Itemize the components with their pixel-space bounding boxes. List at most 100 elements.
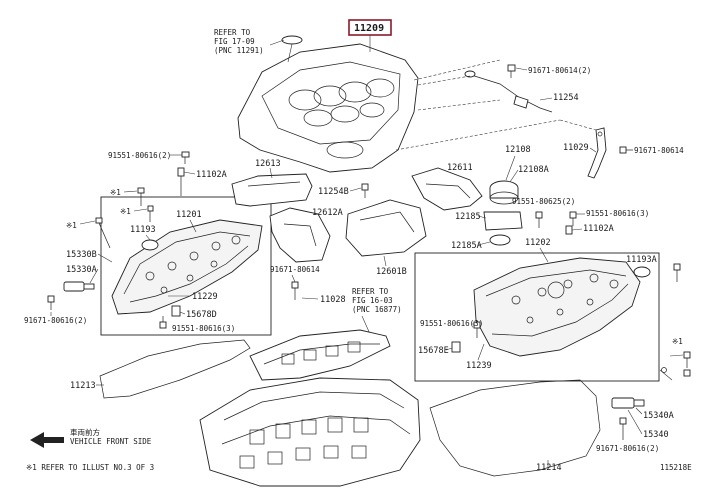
part-label-11201[interactable]: 11201 (176, 210, 202, 220)
vehicle-front-label: VEHICLE FRONT SIDE (70, 437, 152, 446)
note-marker-1c: ※1 (66, 221, 77, 230)
cover-12613[interactable] (231, 173, 313, 207)
oil-gauge-bracket-11029[interactable] (587, 127, 607, 179)
ref-note-top-line3: (PNC 11291) (214, 46, 264, 55)
ref-note-mid-line2[interactable]: FIG 16-03 (352, 296, 393, 305)
bolt-91671-mid[interactable] (291, 281, 299, 300)
cover-intake-runners (288, 78, 395, 127)
bolt-star-1b[interactable] (147, 205, 154, 222)
insulator-12612a[interactable] (269, 207, 331, 263)
head-cover-gasket-rh-11214[interactable] (429, 379, 601, 477)
part-label-15678d[interactable]: 15678D (186, 310, 217, 320)
part-label-11202[interactable]: 11202 (525, 238, 551, 248)
right-head-cover-group-box (414, 252, 660, 382)
note-marker-1d: ※1 (672, 337, 683, 346)
part-label-11102a-right[interactable]: 11102A (583, 224, 614, 234)
bolt-star-1a[interactable] (137, 187, 145, 206)
bolt-91671-right-bottom[interactable] (619, 417, 627, 440)
part-label-11193[interactable]: 11193 (130, 225, 156, 235)
part-label-91551-80616-2[interactable]: 91551-80616(2) (108, 151, 171, 160)
footnote-refer-illust: ※1 REFER TO ILLUST NO.3 OF 3 (26, 463, 154, 472)
part-label-11213[interactable]: 11213 (70, 381, 96, 391)
head-cover-gasket-lh-11213[interactable] (99, 339, 251, 399)
cover-grommet[interactable] (281, 35, 303, 45)
engine-cover[interactable] (237, 35, 419, 173)
block-ports (239, 417, 369, 469)
bolt-91551-top[interactable] (181, 151, 190, 164)
bolt-91671-right[interactable] (619, 146, 633, 154)
bolt-star-1d[interactable] (673, 263, 691, 368)
rh-cover-bosses (511, 273, 619, 324)
intake-manifold (249, 329, 391, 381)
part-label-15340a[interactable]: 15340A (643, 411, 674, 421)
stud-11102a-right[interactable] (565, 225, 573, 235)
ref-note-mid-line1: REFER TO (352, 287, 389, 296)
part-label-15330a[interactable]: 15330A (66, 265, 97, 275)
ref-note-top-line2[interactable]: FIG 17-09 (214, 37, 255, 46)
oil-level-gauge-guide[interactable] (464, 70, 553, 113)
part-label-12613[interactable]: 12613 (255, 159, 281, 169)
part-label-11102a-left[interactable]: 11102A (196, 170, 227, 180)
part-label-91551-80625-2[interactable]: 91551-80625(2) (512, 197, 575, 206)
part-label-12601b[interactable]: 12601B (376, 267, 407, 277)
bolt-star-1e[interactable] (683, 369, 691, 377)
part-label-12108a[interactable]: 12108A (518, 165, 549, 175)
part-label-11214[interactable]: 11214 (536, 463, 562, 473)
part-label-12185[interactable]: 12185 (455, 212, 481, 222)
oil-filler-cap-gasket-11193a[interactable] (633, 266, 651, 278)
part-label-11254b[interactable]: 11254B (318, 187, 349, 197)
cylinder-head-cover-lh[interactable] (111, 219, 263, 315)
part-label-11029[interactable]: 11029 (563, 143, 589, 153)
ref-note-top-line1: REFER TO (214, 28, 251, 37)
camshaft-timing-valve-15340[interactable] (611, 397, 645, 409)
engine-block (199, 377, 421, 487)
part-label-11028[interactable]: 11028 (320, 295, 346, 305)
part-label-91671-80614-right[interactable]: 91671-80614 (634, 146, 684, 155)
ref-note-mid-line3: (PNC 16877) (352, 305, 402, 314)
pcv-part-15678d[interactable] (171, 305, 181, 317)
oil-filler-cap-gasket-11193[interactable] (141, 239, 159, 251)
stud-11102a-left[interactable] (177, 167, 185, 196)
bolt-91671-left[interactable] (47, 295, 55, 310)
head-cover-bosses (145, 235, 241, 294)
oil-filler-cap-housing-12185[interactable] (483, 211, 523, 246)
bolt-91551-80625[interactable] (535, 211, 543, 228)
vehicle-front-arrow-icon (30, 432, 64, 448)
part-label-11193a[interactable]: 11193A (626, 255, 657, 265)
part-label-91551-80616-3-mid[interactable]: 91551-80616(3) (420, 319, 483, 328)
part-label-91551-80616-3-left[interactable]: 91551-80616(3) (172, 324, 235, 333)
part-label-11229[interactable]: 11229 (192, 292, 218, 302)
part-label-91551-80616-3-right[interactable]: 91551-80616(3) (586, 209, 649, 218)
part-label-15330b[interactable]: 15330B (66, 250, 97, 260)
part-label-91671-80616-2-left[interactable]: 91671-80616(2) (24, 316, 87, 325)
bolt-91551-mid-right[interactable] (473, 321, 481, 338)
part-label-91671-80614-2-top[interactable]: 91671-80614(2) (528, 66, 591, 75)
bolt-91671-top[interactable] (507, 64, 516, 78)
part-label-15678e[interactable]: 15678E (418, 346, 449, 356)
oil-filler-cap-12108[interactable] (489, 180, 519, 205)
part-label-12185a[interactable]: 12185A (451, 241, 482, 251)
bolt-91551-right[interactable] (569, 211, 577, 226)
part-label-15340[interactable]: 15340 (643, 430, 669, 440)
camshaft-timing-valve-15330[interactable] (63, 281, 95, 292)
part-label-12611[interactable]: 12611 (447, 163, 473, 173)
part-label-12108[interactable]: 12108 (505, 145, 531, 155)
part-label-11209[interactable]: 11209 (354, 23, 384, 34)
part-label-91671-80616-2-right[interactable]: 91671-80616(2) (596, 444, 659, 453)
oil-cap-opening (326, 141, 364, 159)
bolt-star-1c[interactable] (95, 217, 111, 249)
insulator-12601b[interactable] (345, 199, 427, 257)
part-label-12612a[interactable]: 12612A (312, 208, 343, 218)
bolt-11254b[interactable] (361, 183, 369, 198)
pcv-part-15678e[interactable] (451, 341, 461, 353)
insulator-12611[interactable] (411, 167, 483, 211)
part-label-11254[interactable]: 11254 (553, 93, 579, 103)
bolt-91551-left-bottom[interactable] (159, 316, 167, 329)
part-label-11239[interactable]: 11239 (466, 361, 492, 371)
note-marker-1b: ※1 (120, 207, 131, 216)
note-marker-1a: ※1 (110, 188, 121, 197)
part-label-91671-80614-mid[interactable]: 91671-80614 (270, 265, 320, 274)
cylinder-head-cover-rh[interactable] (473, 257, 641, 357)
